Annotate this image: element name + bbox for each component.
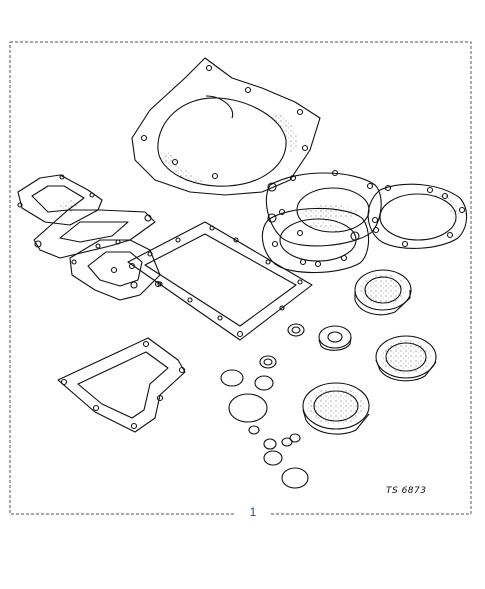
oil-seal-large <box>302 382 370 435</box>
small-plate-gasket <box>57 337 186 433</box>
oil-seal-small <box>375 335 437 382</box>
o-rings <box>220 355 309 489</box>
stacked-plate-gasket-1 <box>17 174 103 226</box>
oil-seal-medium <box>354 269 412 316</box>
grommet <box>287 323 305 337</box>
callout-1[interactable]: 1 <box>249 505 257 519</box>
stacked-plate-gasket-3 <box>69 239 162 301</box>
washer-seal <box>318 325 352 351</box>
diagram-frame <box>9 41 472 515</box>
flange-gasket-front <box>261 207 370 274</box>
reference-code: TS 6873 <box>386 486 427 496</box>
flange-gasket-right <box>367 183 468 249</box>
large-cover-gasket <box>131 57 321 196</box>
stacked-plate-gasket-2 <box>33 209 156 259</box>
top-cover-gasket <box>127 221 313 341</box>
